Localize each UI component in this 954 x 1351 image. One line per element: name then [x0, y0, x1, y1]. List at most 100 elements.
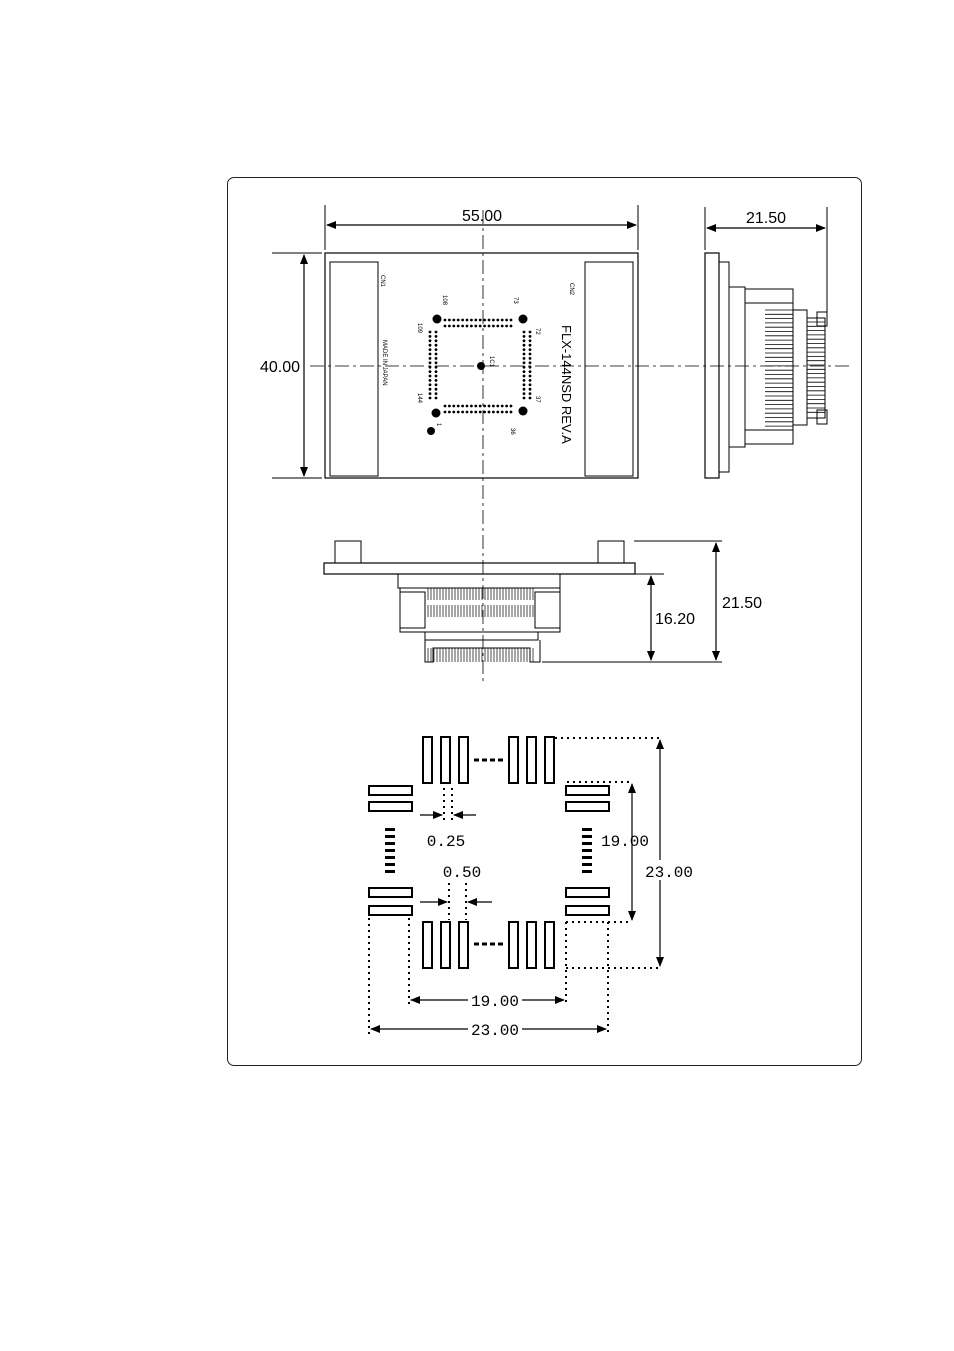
pin-dot: [428, 352, 432, 356]
pad: [422, 736, 433, 784]
pin-dot: [522, 343, 526, 347]
pin-dot: [461, 318, 464, 322]
pin-dot: [509, 324, 513, 328]
pin-label-1: 1: [435, 423, 441, 427]
center-label: 1C1: [488, 356, 494, 368]
pin-dot: [528, 387, 532, 391]
pin-dot: [443, 324, 447, 328]
pad: [422, 921, 433, 969]
pin-dot: [461, 410, 464, 414]
pin-dot: [487, 318, 491, 322]
pin-dot: [428, 379, 432, 382]
pin-dot: [434, 392, 438, 395]
pin-dot: [428, 348, 432, 351]
pin-dot: [448, 410, 451, 414]
connector-cn2: [584, 261, 634, 477]
footprint-pads: [368, 736, 610, 969]
pin-dot: [528, 392, 532, 395]
pin-dot: [528, 379, 532, 382]
pin-dot: [492, 404, 495, 408]
pad: [565, 801, 610, 812]
inner-vertical-dimension: 19.00: [601, 833, 649, 851]
pin-dot: [428, 335, 432, 338]
pin-dot: [443, 318, 447, 322]
pin-dot: [496, 318, 500, 322]
pin-dot: [500, 404, 504, 408]
depth-dimension: 21.50: [746, 210, 786, 227]
pad: [544, 736, 555, 784]
pin-dot: [448, 324, 451, 328]
connector-cn1: [329, 261, 379, 477]
side-pins: [765, 309, 825, 427]
pin-dot: [465, 318, 469, 322]
pin-dot: [522, 335, 526, 338]
pin-dot: [465, 324, 469, 328]
pad: [458, 921, 469, 969]
pin-dot: [522, 361, 526, 365]
mount-hole: [518, 406, 528, 416]
pin-dot: [470, 324, 473, 328]
board-outline: [324, 252, 639, 479]
pin-dot: [434, 361, 438, 365]
pad: [368, 887, 413, 898]
pin-dot: [428, 343, 432, 347]
pin-label-108: 108: [441, 295, 447, 306]
drawing-frame: [227, 177, 862, 1066]
pad: [368, 905, 413, 916]
pin1-marker: [427, 427, 435, 435]
pin-dot: [522, 330, 526, 334]
pin-dot: [474, 410, 478, 414]
mount-hole: [432, 314, 442, 324]
pin-dot: [505, 318, 508, 322]
pin-dot: [496, 410, 500, 414]
pin-grid: [428, 318, 532, 414]
pad: [565, 905, 610, 916]
pin-dot: [528, 335, 532, 338]
pin-dot: [528, 339, 532, 343]
pin-dot: [478, 410, 482, 414]
pin-dot: [434, 383, 438, 387]
pin-dot: [434, 330, 438, 334]
pin-dot: [474, 404, 478, 408]
pin-dot: [492, 324, 495, 328]
pin-dot: [500, 324, 504, 328]
pin-dot: [434, 396, 438, 400]
pin-dot: [522, 396, 526, 400]
pin-dot: [456, 324, 460, 328]
pin-dot: [528, 374, 532, 378]
side-view: 21.50: [704, 207, 828, 479]
pin-dot: [452, 324, 456, 328]
pin-dot: [528, 361, 532, 365]
pad: [368, 801, 413, 812]
pin-label-144: 144: [416, 393, 422, 404]
made-in-label: MADE IN JAPAN: [381, 340, 387, 386]
pin-dot: [522, 379, 526, 382]
front-view: 21.50 16.20: [323, 540, 762, 663]
pin-dot: [522, 348, 526, 351]
pin-dot: [428, 392, 432, 395]
pin-dot: [434, 365, 438, 369]
pin-dot: [428, 365, 432, 369]
pin-dot: [509, 404, 513, 408]
pin-label-36: 36: [509, 428, 515, 435]
outer-vertical-dimension: 23.00: [645, 864, 693, 882]
pin-dot: [474, 324, 478, 328]
pin-dot: [428, 396, 432, 400]
pin-dot: [478, 324, 482, 328]
pin-dot: [452, 404, 456, 408]
pad: [526, 736, 537, 784]
pin-dot: [428, 387, 432, 391]
pin-dot: [474, 318, 478, 322]
pin-dot: [434, 343, 438, 347]
pin-dot: [522, 365, 526, 369]
pin-dot: [428, 370, 432, 373]
pin-dot: [483, 318, 486, 322]
pin-dot: [528, 357, 532, 360]
pin-dot: [528, 383, 532, 387]
outer-horizontal-dimension: 23.00: [471, 1022, 519, 1040]
pin-dot: [528, 343, 532, 347]
pin-dot: [434, 374, 438, 378]
pin-dot: [522, 383, 526, 387]
width-dimension: 55.00: [462, 208, 502, 225]
pin-dot: [434, 348, 438, 351]
